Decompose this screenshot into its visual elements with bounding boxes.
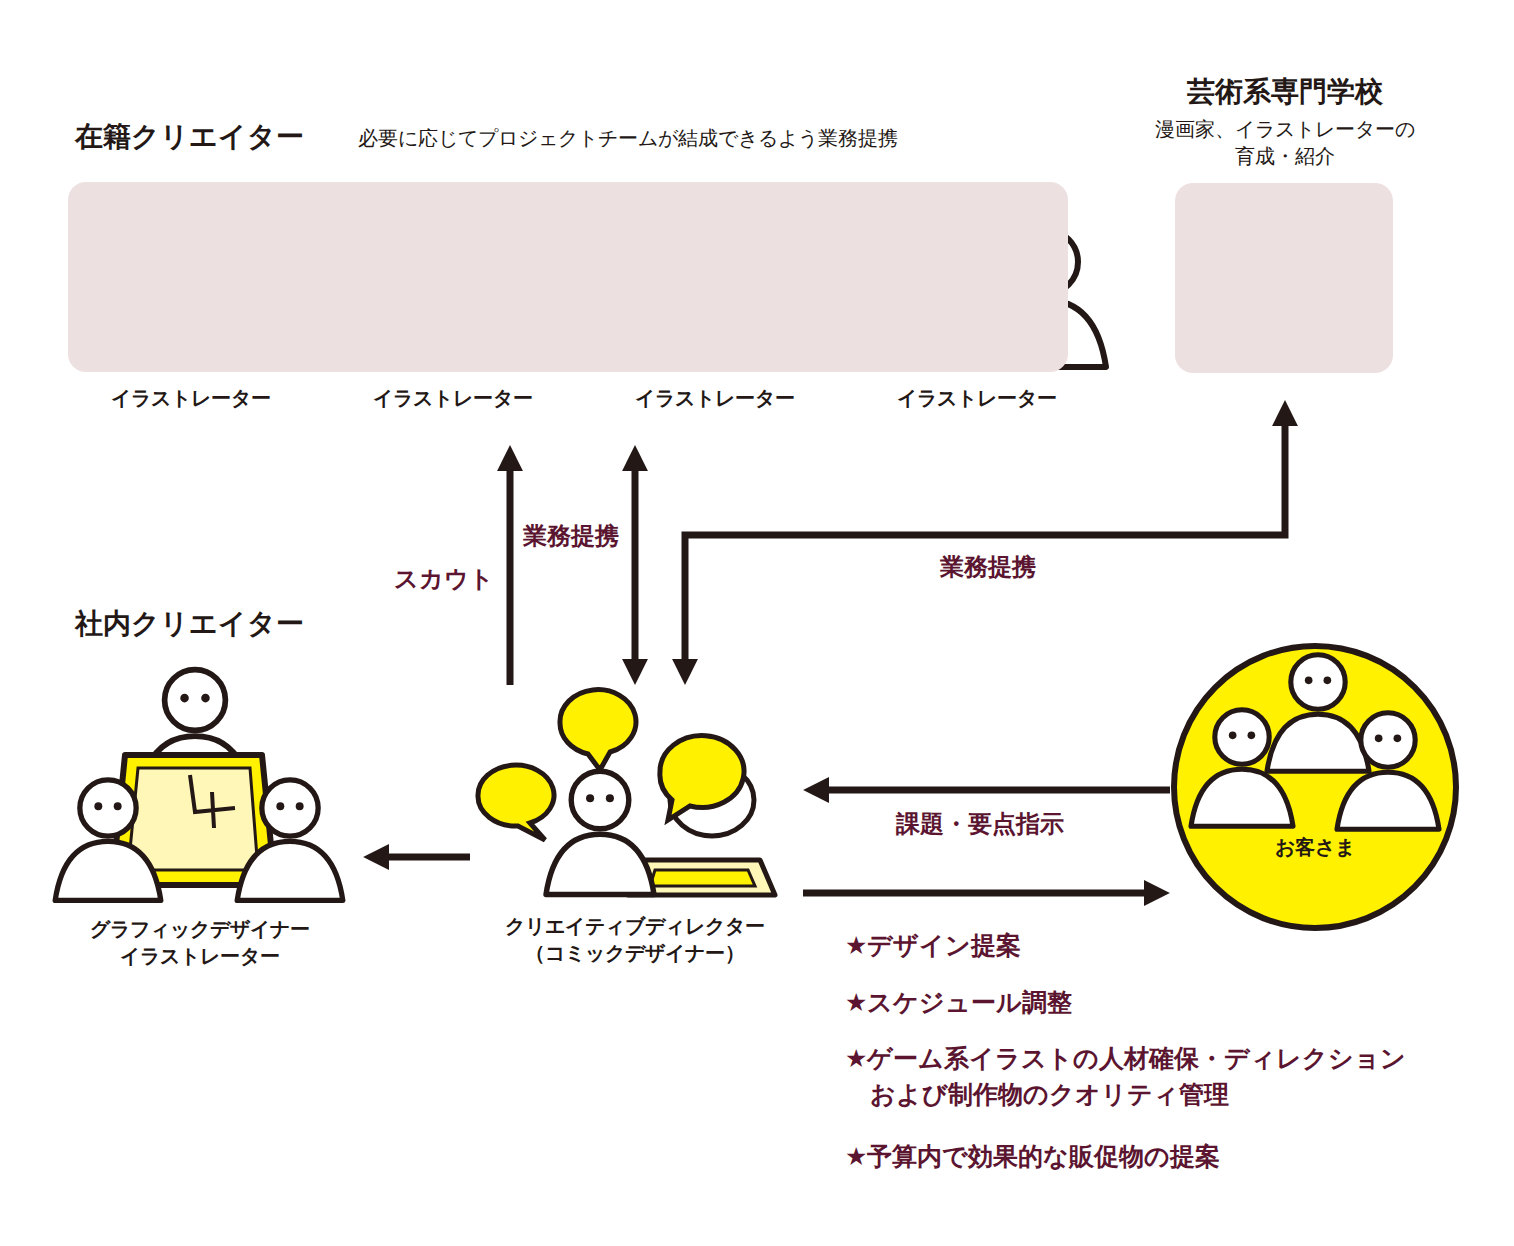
- group-heading: 在籍クリエイター: [75, 118, 304, 156]
- group-note: 漫画家、イラストレーターの 育成・紹介: [1135, 116, 1435, 170]
- illustration-part: [237, 780, 343, 901]
- node-label: クリエイティブディレクター （コミックデザイナー）: [470, 913, 800, 967]
- illustration-part: [546, 771, 654, 894]
- customer-figure: [1267, 655, 1369, 771]
- customer-outline: [1170, 642, 1460, 932]
- service-item: ★デザイン提案: [845, 928, 1470, 964]
- group-heading: 社内クリエイター: [75, 605, 304, 643]
- illustration-part: [55, 780, 161, 901]
- node-label: グラフィックデザイナー イラストレーター: [40, 916, 360, 970]
- edge-label: スカウト: [391, 563, 497, 596]
- customer-figure: [1337, 713, 1439, 829]
- service-item: ★予算内で効果的な販促物の提案: [845, 1139, 1470, 1175]
- illustration-part: [128, 768, 258, 870]
- in-house-node: 社内クリエイターグラフィックデザイナー イラストレーター: [40, 598, 363, 978]
- customer-circle: お客さま: [1170, 642, 1463, 932]
- node-label: イラストレーター: [68, 385, 313, 412]
- illustration-part: [478, 765, 554, 840]
- in-house-team: [55, 670, 343, 901]
- group-note: 必要に応じてプロジェクトチームが結成できるよう業務提携: [358, 125, 898, 152]
- service-item: ★ゲーム系イラストの人材確保・ディレクション および制作物のクオリティ管理: [845, 1041, 1470, 1114]
- edge-label: 業務提携: [520, 520, 622, 553]
- service-item: ★スケジュール調整: [845, 985, 1470, 1021]
- illustrator-node: イラストレーター: [592, 185, 840, 415]
- illustration-part: [650, 870, 755, 886]
- illustration-part: [660, 735, 744, 820]
- customer-circle-shape: [1174, 646, 1456, 928]
- edge-label: 課題・要点指示: [893, 808, 1067, 841]
- node-label: イラストレーター: [592, 385, 837, 412]
- connector-arrow: [507, 455, 514, 685]
- connector-arrow: [685, 410, 1285, 675]
- creator-panel: イラストレーターイラストレーターイラストレーターイラストレーター在籍クリエイター…: [60, 110, 1075, 445]
- connector-arrow: [632, 455, 639, 675]
- director-figure: [478, 690, 775, 895]
- node-label: イラストレーター: [854, 385, 1099, 412]
- panel-background: [68, 182, 1068, 372]
- illustrator-node: イラストレーター: [68, 185, 316, 415]
- node-label: お客さま: [1170, 834, 1460, 861]
- connector-arrow: [803, 890, 1160, 897]
- illustrator-node: イラストレーター: [854, 185, 1102, 415]
- group-heading: 芸術系専門学校: [1130, 73, 1440, 111]
- illustrator-node: イラストレーター: [330, 185, 578, 415]
- director-node: クリエイティブディレクター （コミックデザイナー）: [470, 685, 803, 975]
- customer-figure: [1191, 710, 1293, 826]
- connector-arrow: [373, 854, 470, 861]
- panel-background: [1175, 183, 1393, 373]
- illustration-part: [560, 690, 636, 770]
- illustration-part: [190, 775, 235, 828]
- school-node: 芸術系専門学校漫画家、イラストレーターの 育成・紹介: [1130, 68, 1443, 400]
- connector-arrow: [813, 787, 1170, 794]
- node-label: イラストレーター: [330, 385, 575, 412]
- edge-label: 業務提携: [937, 551, 1039, 584]
